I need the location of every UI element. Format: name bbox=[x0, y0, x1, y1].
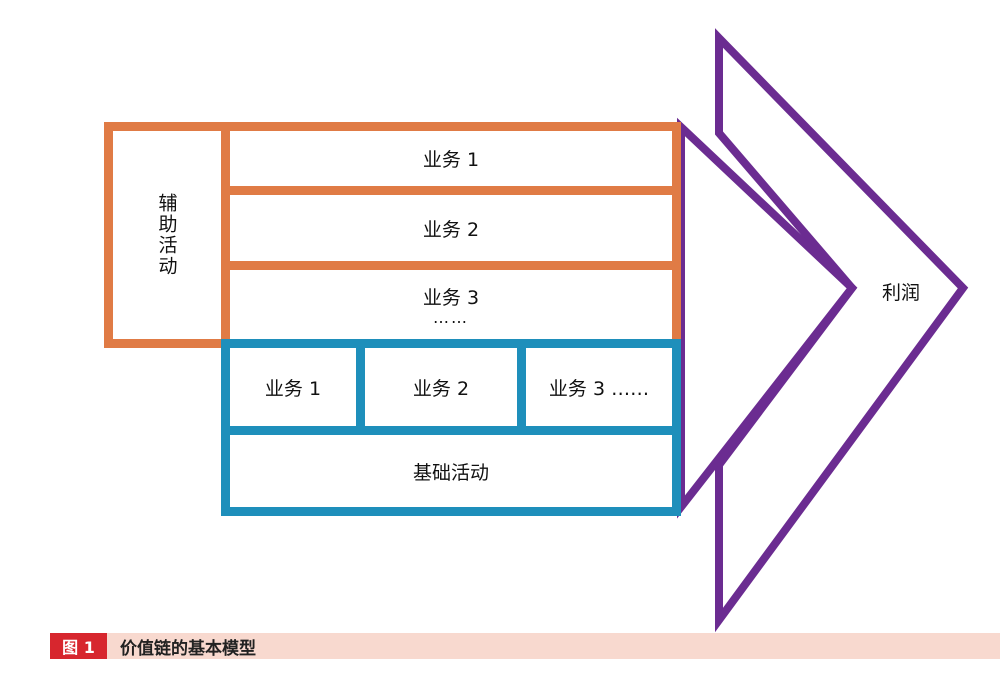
primary-business-2: 业务 2 bbox=[356, 339, 526, 435]
figure-caption-bar bbox=[50, 633, 1000, 659]
primary-business-1-label: 业务 1 bbox=[264, 377, 322, 400]
figure-number-tag: 图 1 bbox=[50, 633, 107, 659]
support-business-ellipsis: …… bbox=[433, 308, 469, 327]
support-business-1: 业务 1 bbox=[221, 122, 681, 195]
support-business-1-label: 业务 1 bbox=[422, 149, 480, 171]
support-activities-box: 辅助活动 bbox=[104, 122, 230, 348]
primary-activities-box: 基础活动 bbox=[221, 426, 681, 516]
profit-label: 利润 bbox=[882, 282, 921, 304]
outer-chevron-arrow bbox=[715, 28, 969, 633]
inner-chevron-arrow bbox=[677, 117, 858, 519]
support-business-3: 业务 3 …… bbox=[221, 261, 681, 348]
primary-business-3: 业务 3 …… bbox=[517, 339, 681, 435]
primary-activities-label: 基础活动 bbox=[412, 461, 489, 484]
primary-business-1: 业务 1 bbox=[221, 339, 365, 435]
primary-business-3-label: 业务 3 …… bbox=[548, 377, 650, 400]
support-business-2-label: 业务 2 bbox=[422, 218, 480, 241]
figure-title: 价值链的基本模型 bbox=[120, 638, 256, 659]
primary-business-2-label: 业务 2 bbox=[412, 377, 470, 400]
support-business-2: 业务 2 bbox=[221, 186, 681, 270]
support-business-3-label: 业务 3 bbox=[422, 287, 480, 309]
